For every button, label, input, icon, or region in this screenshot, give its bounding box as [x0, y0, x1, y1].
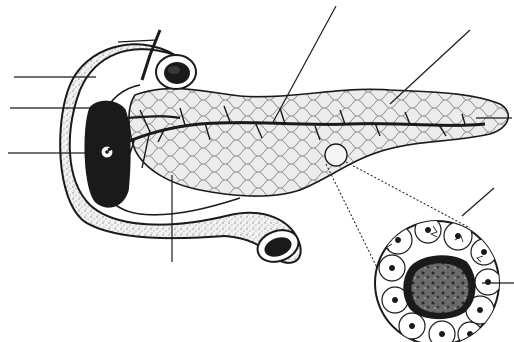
magnification-line-2 — [346, 162, 470, 228]
pancreas-body — [129, 89, 508, 197]
label-line-acinar-cells — [462, 188, 494, 216]
islet-inset — [375, 217, 501, 342]
ampulla-dot — [105, 150, 109, 154]
islet-marker — [325, 144, 347, 166]
